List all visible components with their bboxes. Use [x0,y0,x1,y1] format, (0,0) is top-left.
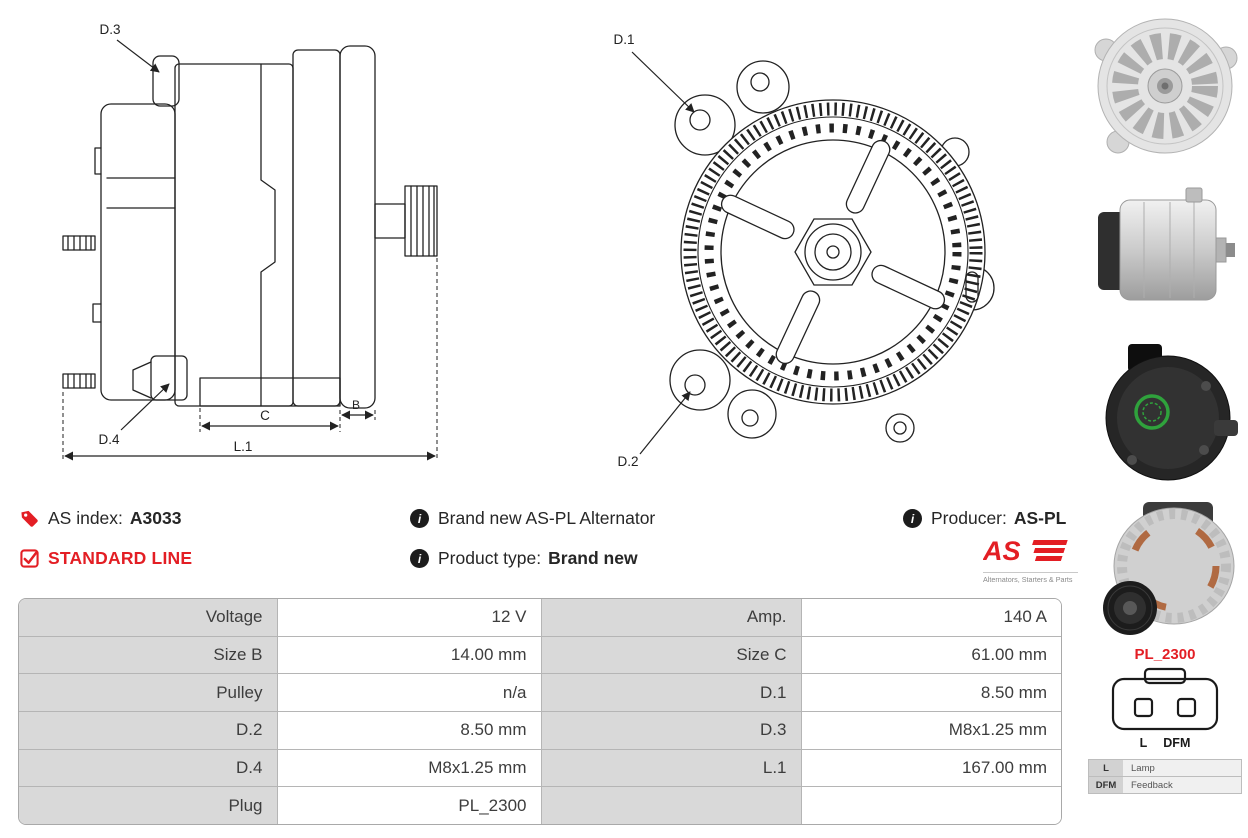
product-photo-rear [1086,334,1244,490]
dim-label-b: B [352,398,360,412]
plug-name: PL_2300 [1134,646,1196,663]
spec-label: Amp. [540,599,801,637]
dim-label-c: C [260,408,270,423]
alternator-side-photo-art [1098,187,1235,301]
spec-label: D.2 [19,711,277,750]
table-row: Plug PL_2300 [19,786,1061,825]
pin-label-l: L [1139,736,1148,750]
table-row: D.4 M8x1.25 mm L.1 167.00 mm [19,748,1061,787]
info-icon: i [903,509,922,528]
product-photo-side [1086,170,1244,328]
brand-new-row: i Brand new AS-PL Alternator [410,508,655,529]
spec-value: PL_2300 [276,786,541,825]
producer-value: AS-PL [1013,508,1067,528]
product-type-row: i Product type: Brand new [410,548,638,569]
product-photo-front [1086,6,1244,164]
spec-label: Pulley [19,673,277,712]
spec-label: Size B [19,635,277,674]
table-row: Size B 14.00 mm Size C 61.00 mm [19,635,1061,674]
product-type-value: Brand new [548,548,638,568]
plug-pin-labels: L DFM [1088,736,1242,750]
spec-label: L.1 [540,748,801,787]
side-view-technical-drawing: D.3 D.4 C B L.1 [62,22,438,461]
spec-label: D.1 [540,673,801,712]
legend-row: L Lamp [1089,760,1241,776]
dim-label-d2: D.2 [617,454,638,469]
spec-value: 8.50 mm [276,711,541,750]
as-index-label: AS index: [48,508,123,528]
logo-as-text: AS [983,536,1021,566]
spec-value: n/a [276,673,541,712]
dim-label-l1: L.1 [234,439,253,454]
as-index-value: A3033 [129,508,182,528]
spec-value: 167.00 mm [800,748,1061,787]
as-index-row: AS index: A3033 [20,508,181,529]
table-row: D.2 8.50 mm D.3 M8x1.25 mm [19,711,1061,750]
front-view-technical-drawing: D.1 D.2 [613,32,995,469]
spec-table: Voltage 12 V Amp. 140 A Size B 14.00 mm … [18,598,1062,826]
spec-value: M8x1.25 mm [800,711,1061,750]
spec-value: 61.00 mm [800,635,1061,674]
spec-label: D.3 [540,711,801,750]
legend-row: DFM Feedback [1089,776,1241,793]
spec-value: 140 A [800,599,1061,637]
spec-value: 14.00 mm [276,635,541,674]
info-icon: i [410,549,429,568]
alternator-front-photo-art [1094,18,1238,154]
spec-label [540,786,801,825]
legend-value: Lamp [1123,760,1241,776]
tag-icon [21,510,38,527]
standard-line-row: STANDARD LINE [20,548,192,569]
spec-value [800,786,1061,825]
plug-legend: L Lamp DFM Feedback [1088,759,1242,794]
plug-info-block: PL_2300 L DFM L Lamp DFM Feedback [1088,646,1242,794]
table-row: Pulley n/a D.1 8.50 mm [19,673,1061,712]
alternator-rear-photo-art [1105,344,1238,481]
spec-value: 8.50 mm [800,673,1061,712]
as-pl-logo-mark: AS [982,536,1068,566]
dim-label-d4: D.4 [98,432,120,447]
standard-line-label: STANDARD LINE [48,548,193,568]
plug-connector-icon [1111,667,1219,731]
producer-row: i Producer: AS-PL [903,508,1066,529]
spec-label: Size C [540,635,801,674]
legend-key: DFM [1089,777,1123,793]
product-type-label: Product type: [438,548,542,568]
logo-subtext: Alternators, Starters & Parts [983,572,1078,584]
alternator-angle-photo-art [1103,502,1235,635]
table-row: Voltage 12 V Amp. 140 A [19,599,1061,637]
spec-label: D.4 [19,748,277,787]
spec-value: 12 V [276,599,541,637]
checkbox-check-icon [20,549,39,568]
dim-label-d1: D.1 [613,32,634,47]
spec-label: Plug [19,786,277,825]
legend-value: Feedback [1123,777,1241,793]
spec-label: Voltage [19,599,277,637]
pin-label-dfm: DFM [1163,736,1191,750]
producer-label: Producer: [931,508,1007,528]
legend-key: L [1089,760,1123,776]
spec-value: M8x1.25 mm [276,748,541,787]
dim-label-d3: D.3 [99,22,120,37]
info-icon: i [410,509,429,528]
brand-new-text: Brand new AS-PL Alternator [438,508,656,528]
as-pl-logo: AS Alternators, Starters & Parts [982,536,1078,584]
product-photo-angle [1088,496,1244,642]
